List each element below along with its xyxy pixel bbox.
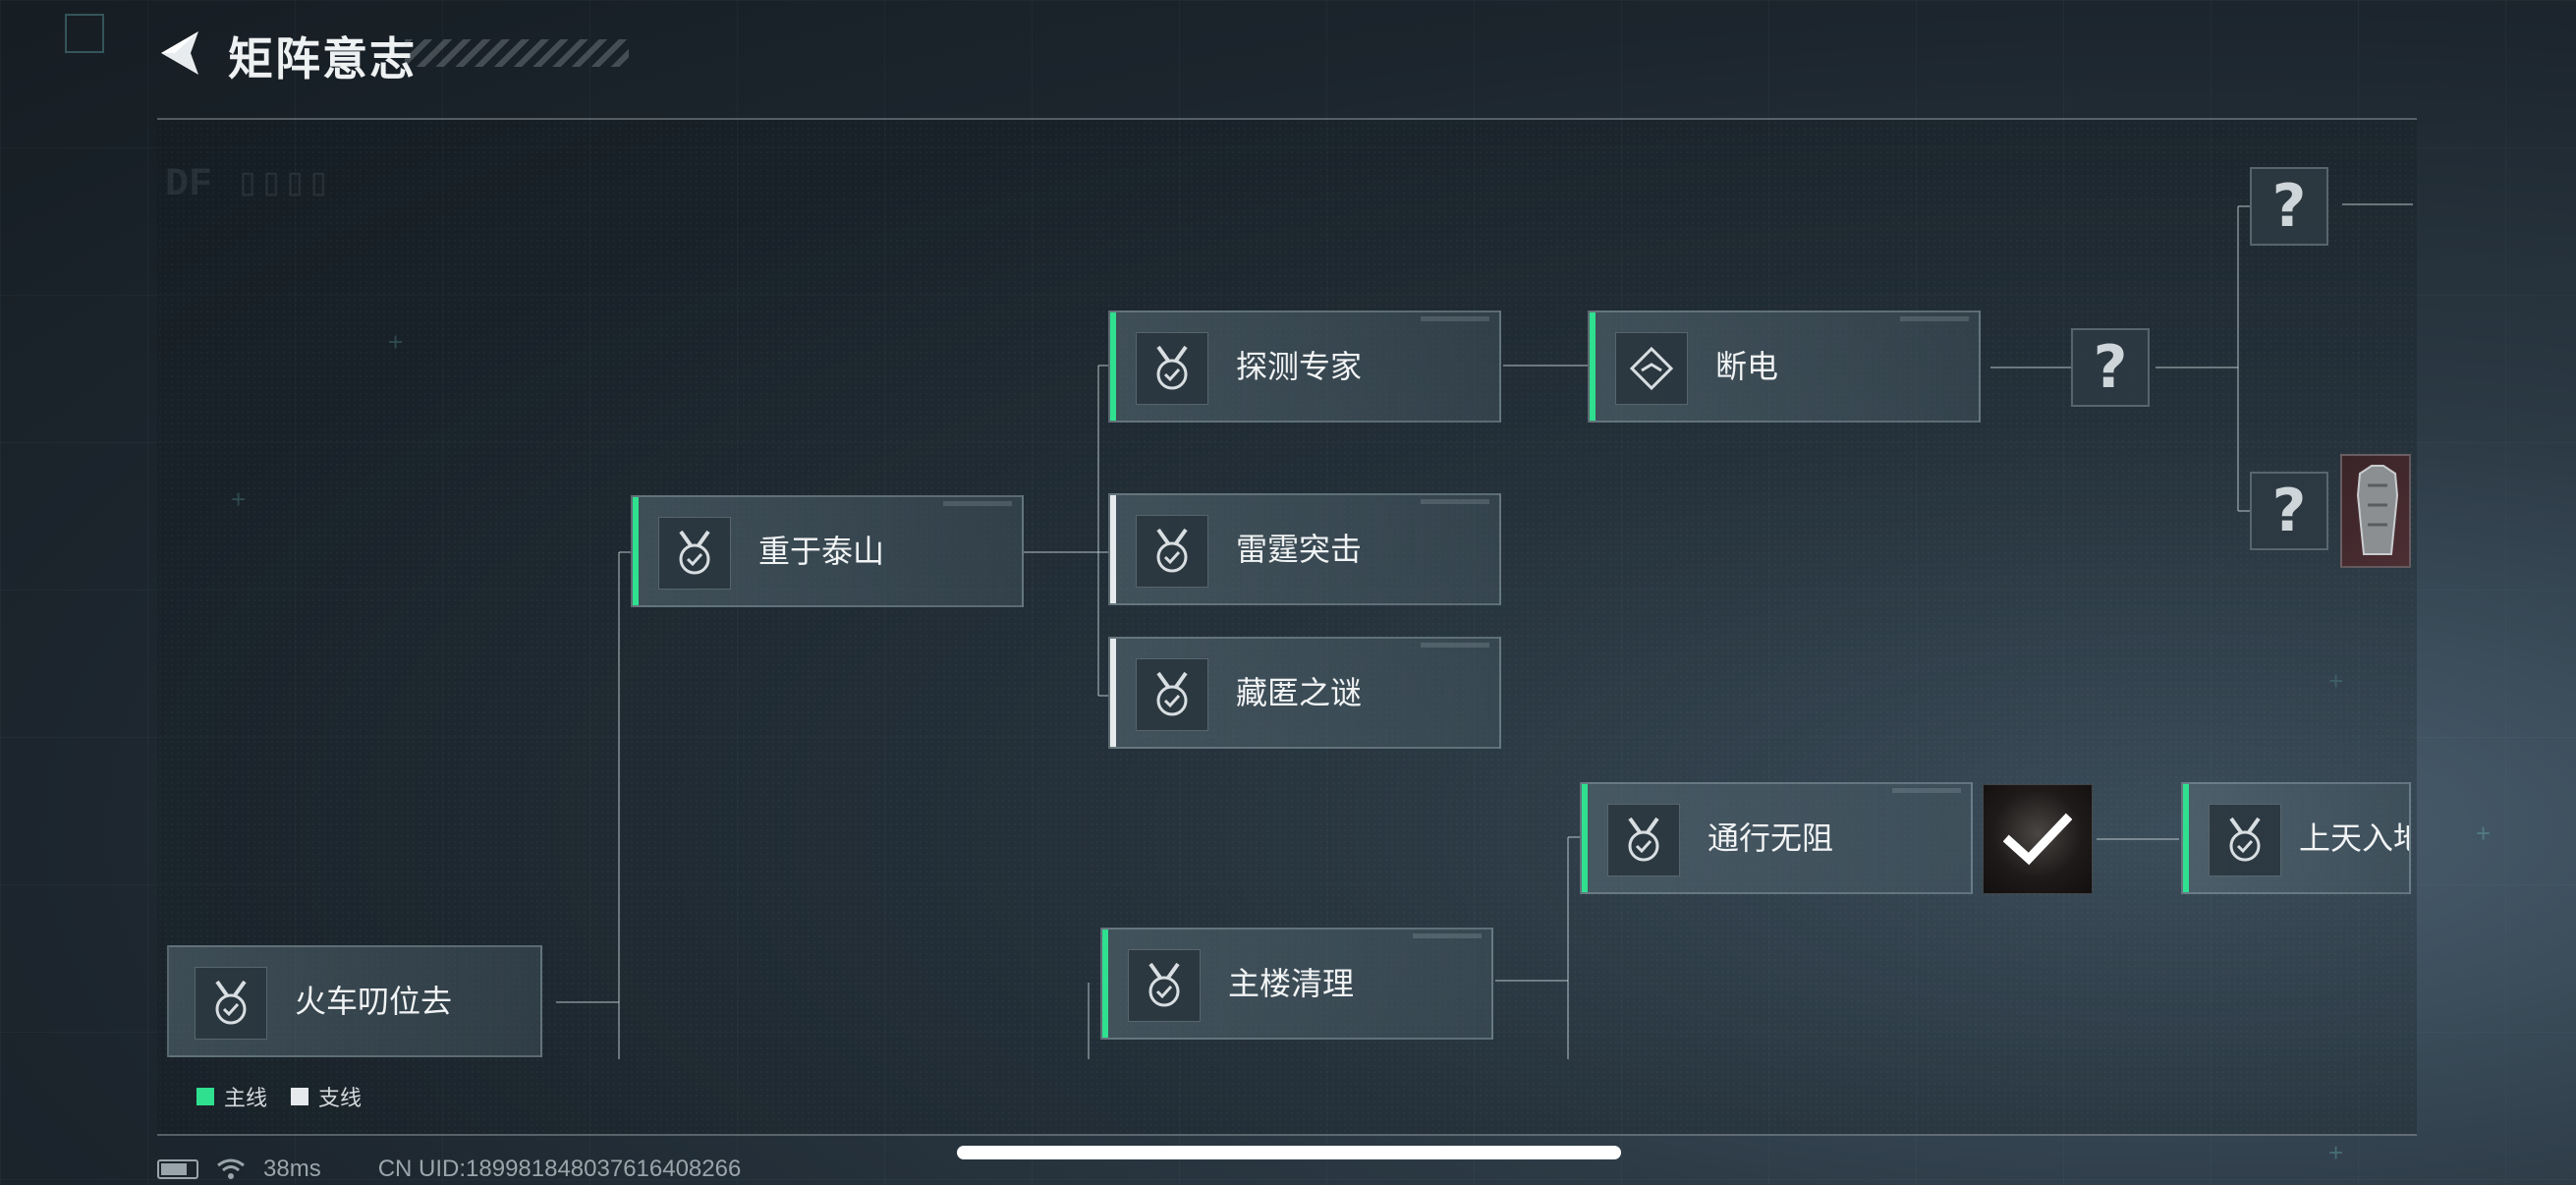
back-button[interactable] <box>155 28 206 79</box>
node-tag-decoration <box>943 501 1012 506</box>
mainline-indicator <box>1590 312 1596 421</box>
quest-label: 火车叨位去 <box>295 984 453 1019</box>
legend: 主线 支线 <box>196 1081 362 1112</box>
medal-check-icon <box>2209 804 2281 876</box>
mainline-indicator <box>2183 784 2189 892</box>
quest-label: 藏匿之谜 <box>1236 675 1363 710</box>
quest-label: 主楼清理 <box>1228 966 1355 1001</box>
status-bar: 38ms CN UID:1899818480376164082​66 <box>157 1156 741 1183</box>
quest-node-tongxing[interactable]: 通行无阻 <box>1580 782 1973 894</box>
reward-armor-item[interactable] <box>2340 454 2411 568</box>
ghost-decoration: DF ▯▯▯▯ <box>165 163 331 207</box>
node-tag-decoration <box>1421 316 1489 321</box>
mainline-indicator <box>633 497 639 605</box>
page-title: 矩阵意志 <box>228 33 417 85</box>
legend-main: 主线 <box>196 1081 267 1112</box>
quest-label: 重于泰山 <box>758 534 885 569</box>
quest-node-huoche[interactable]: 火车叨位去 <box>167 945 542 1057</box>
crosshair-decoration: + <box>388 329 403 355</box>
legend-main-label: 主线 <box>224 1086 268 1110</box>
crosshair-decoration: + <box>2328 1138 2344 1167</box>
quest-node-zhongyu[interactable]: 重于泰山 <box>631 495 1024 607</box>
diamond-signal-icon <box>1615 332 1688 405</box>
battery-icon <box>157 1159 198 1179</box>
node-tag-decoration <box>1900 316 1969 321</box>
medal-check-icon <box>1136 515 1208 588</box>
quest-label: 通行无阻 <box>1708 820 1834 856</box>
reward-claimed-item[interactable] <box>1983 784 2093 894</box>
quest-node-duandian[interactable]: 断电 <box>1588 310 1981 423</box>
crosshair-decoration: + <box>231 486 246 512</box>
uid-readout: CN UID:1899818480376164082​66 <box>377 1156 742 1182</box>
medal-check-icon <box>1136 658 1208 731</box>
node-tag-decoration <box>1421 643 1489 648</box>
legend-side-label: 支线 <box>318 1086 363 1110</box>
node-tag-decoration <box>1421 499 1489 504</box>
ping-readout: 38ms <box>263 1156 321 1182</box>
title-stripe-decoration <box>405 39 629 67</box>
node-tag-decoration <box>1892 788 1961 793</box>
medal-check-icon <box>1128 949 1201 1022</box>
quest-node-cangni[interactable]: 藏匿之谜 <box>1108 637 1501 749</box>
medal-check-icon <box>1607 804 1680 876</box>
mainline-indicator <box>1102 930 1108 1038</box>
back-arrow-icon <box>161 31 198 75</box>
quest-node-shangtian[interactable]: 上天入地 <box>2181 782 2411 894</box>
mainline-indicator <box>1110 312 1116 421</box>
legend-side: 支线 <box>291 1081 362 1112</box>
corner-decoration <box>65 14 104 53</box>
legend-side-swatch <box>291 1088 309 1105</box>
crosshair-decoration: + <box>2328 668 2343 694</box>
sideline-indicator <box>1110 495 1116 603</box>
quest-node-zhulou[interactable]: 主楼清理 <box>1100 928 1493 1040</box>
unknown-quest-node[interactable]: ? <box>2071 328 2150 407</box>
quest-label: 探测专家 <box>1236 349 1363 384</box>
quest-node-tance[interactable]: 探测专家 <box>1108 310 1501 423</box>
unknown-quest-node[interactable]: ? <box>2250 472 2328 550</box>
unknown-quest-node[interactable]: ? <box>2250 167 2328 246</box>
medal-check-icon <box>195 967 267 1040</box>
quest-node-leiting[interactable]: 雷霆突击 <box>1108 493 1501 605</box>
quest-label: 雷霆突击 <box>1236 532 1363 567</box>
check-icon <box>2003 813 2072 866</box>
home-indicator[interactable] <box>957 1146 1621 1159</box>
medal-check-icon <box>1136 332 1208 405</box>
crosshair-decoration: + <box>2476 818 2492 848</box>
wifi-icon <box>217 1158 245 1179</box>
quest-label: 断电 <box>1715 349 1779 384</box>
node-tag-decoration <box>1413 933 1482 938</box>
quest-label: 上天入地 <box>2299 820 2409 856</box>
medal-check-icon <box>658 517 731 590</box>
sideline-indicator <box>1110 639 1116 747</box>
armor-vest-icon <box>2356 465 2399 555</box>
mainline-indicator <box>1582 784 1588 892</box>
legend-main-swatch <box>196 1088 214 1105</box>
